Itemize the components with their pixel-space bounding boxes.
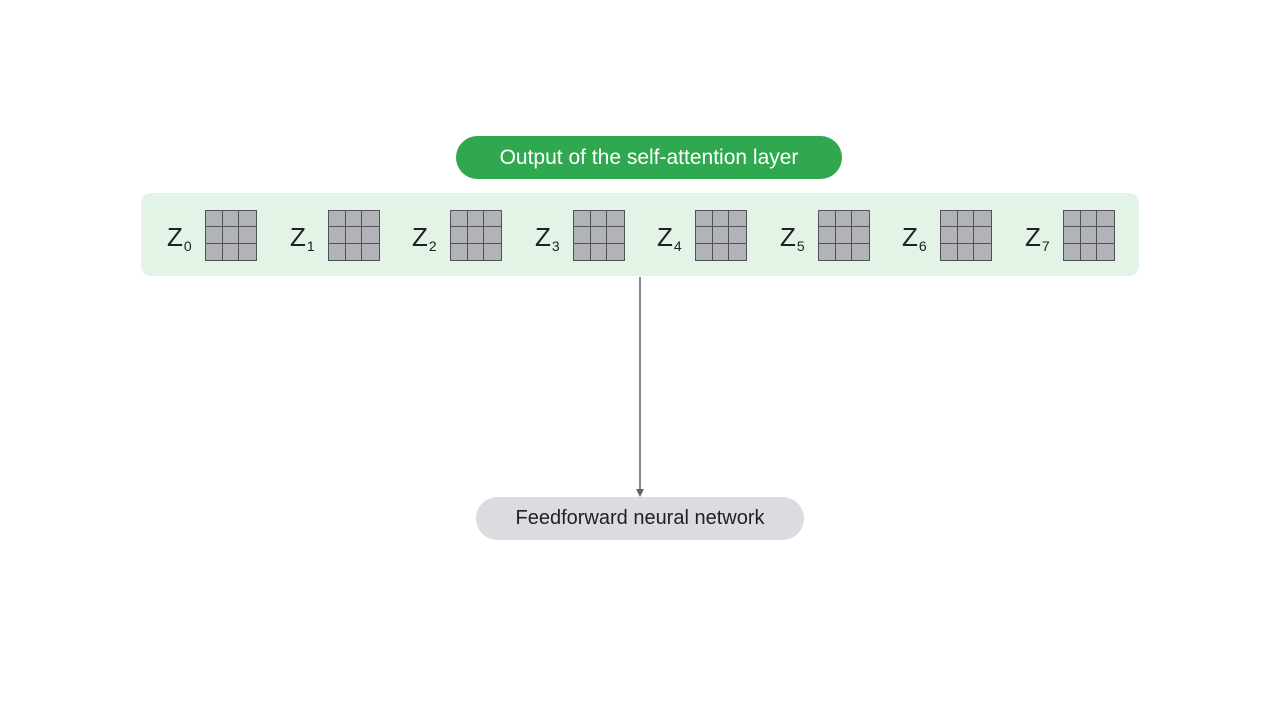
vector-letter: Z bbox=[412, 222, 428, 252]
vector-label: Z4 bbox=[657, 222, 682, 253]
vector-matrix bbox=[328, 210, 380, 261]
vector-index: 4 bbox=[673, 238, 682, 254]
vector-letter: Z bbox=[657, 222, 673, 252]
vector-matrix bbox=[205, 210, 257, 261]
vector-label: Z6 bbox=[902, 222, 927, 253]
vector-index: 2 bbox=[428, 238, 437, 254]
vector-index: 7 bbox=[1041, 238, 1050, 254]
vector-letter: Z bbox=[535, 222, 551, 252]
vector-matrix bbox=[695, 210, 747, 261]
vector-letter: Z bbox=[780, 222, 796, 252]
vector-index: 5 bbox=[796, 238, 805, 254]
vector-label: Z3 bbox=[535, 222, 560, 253]
vector-letter: Z bbox=[167, 222, 183, 252]
vector-letter: Z bbox=[902, 222, 918, 252]
vector-letter: Z bbox=[1025, 222, 1041, 252]
vector-index: 0 bbox=[183, 238, 192, 254]
vector-label: Z7 bbox=[1025, 222, 1050, 253]
self-attention-output-title: Output of the self-attention layer bbox=[456, 136, 842, 179]
vector-matrix bbox=[450, 210, 502, 261]
vector-index: 3 bbox=[551, 238, 560, 254]
vector-label: Z2 bbox=[412, 222, 437, 253]
vector-matrix bbox=[1063, 210, 1115, 261]
output-vectors-band: Z0 Z1 Z2 Z3 Z4 bbox=[141, 193, 1139, 276]
vector-label: Z5 bbox=[780, 222, 805, 253]
vector-letter: Z bbox=[290, 222, 306, 252]
vector-matrix bbox=[940, 210, 992, 261]
vector-index: 6 bbox=[918, 238, 927, 254]
vector-label: Z1 bbox=[290, 222, 315, 253]
vector-matrix bbox=[818, 210, 870, 261]
feedforward-network-node: Feedforward neural network bbox=[476, 497, 804, 540]
vector-index: 1 bbox=[306, 238, 315, 254]
vector-matrix bbox=[573, 210, 625, 261]
vector-label: Z0 bbox=[167, 222, 192, 253]
